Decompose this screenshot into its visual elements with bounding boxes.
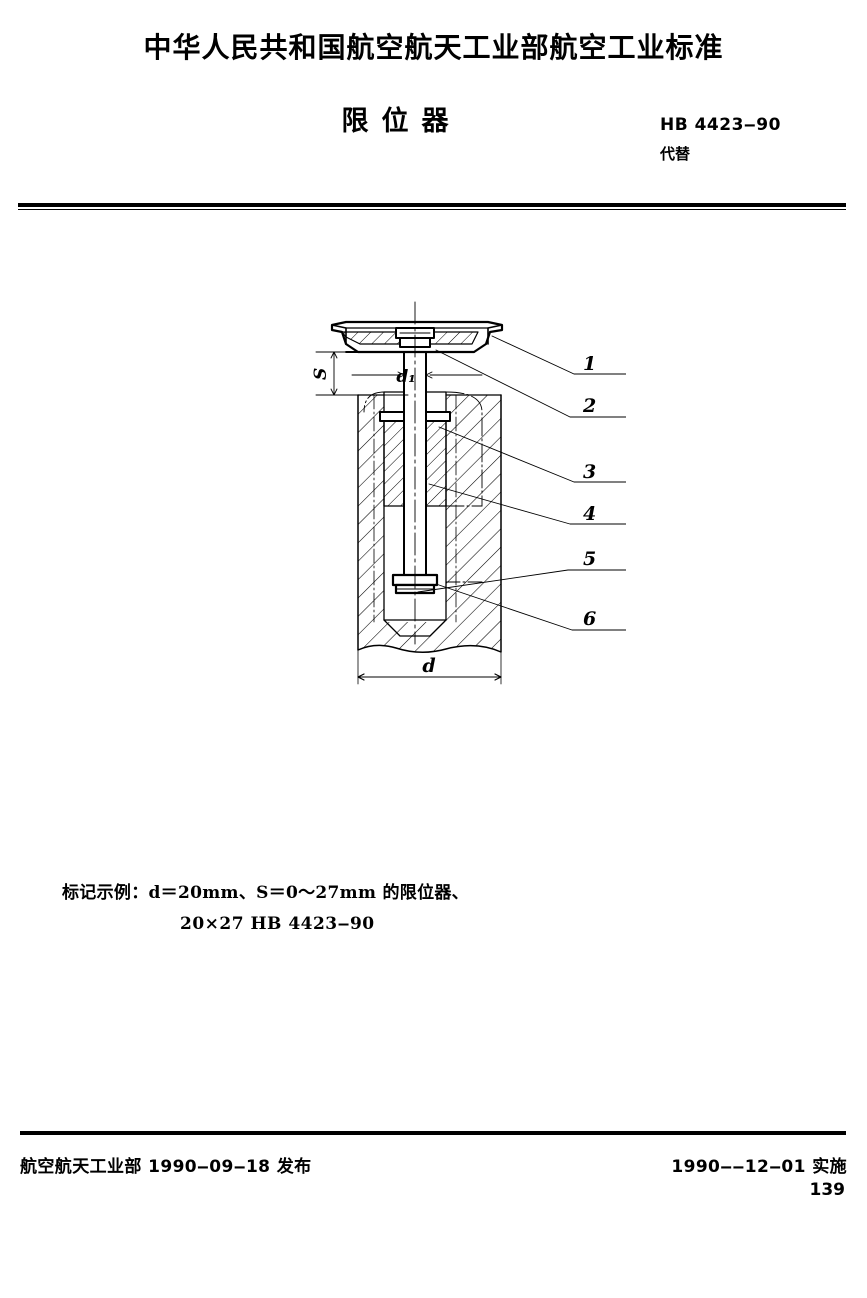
callout-number-2: 2 <box>582 395 596 417</box>
footer-divider <box>20 1131 846 1135</box>
footer-page-number: 139 <box>809 1180 846 1200</box>
bushing-left <box>383 419 405 507</box>
marking-example-line-2: 20×27 HB 4423‒90 <box>180 914 375 934</box>
limit-stop-section-drawing: S d₁ d 1 2 3 4 5 6 <box>296 292 626 722</box>
callout-number-3: 3 <box>583 461 596 483</box>
footer-effective-date: 1990‒‒12‒01 实施 <box>671 1157 847 1177</box>
page-title: 限位器 <box>341 106 462 137</box>
callout-number-4: 4 <box>583 503 596 525</box>
body-outline <box>357 394 502 653</box>
drawing-svg: S d₁ d 1 2 3 4 5 6 <box>311 301 626 685</box>
leader-line-4 <box>428 483 626 525</box>
header-divider-thick <box>18 203 846 207</box>
ministry-header: 中华人民共和国航空航天工业部航空工业标准 <box>143 31 724 64</box>
dimension-label-d1: d₁ <box>396 367 415 387</box>
dimension-label-s: S <box>311 368 331 380</box>
callout-number-6: 6 <box>583 608 596 630</box>
leader-line-6 <box>435 583 626 631</box>
leader-line-3 <box>438 426 626 483</box>
leader-line-5 <box>417 569 626 593</box>
callout-number-1: 1 <box>583 353 596 375</box>
leader-line-2 <box>435 349 626 418</box>
callout-number-5: 5 <box>583 548 596 570</box>
marking-example-line-1: 标记示例：d＝20mm、S＝0～27mm 的限位器、 <box>62 883 469 903</box>
dimension-label-d: d <box>422 655 435 677</box>
standard-number: HB 4423‒90 <box>660 115 781 135</box>
leader-line-1 <box>491 335 626 375</box>
replaces-label: 代替 <box>660 145 691 163</box>
header-divider-thin <box>18 209 846 210</box>
footer-issuer: 航空航天工业部 1990‒09‒18 发布 <box>20 1157 312 1177</box>
bushing-right <box>425 419 447 507</box>
